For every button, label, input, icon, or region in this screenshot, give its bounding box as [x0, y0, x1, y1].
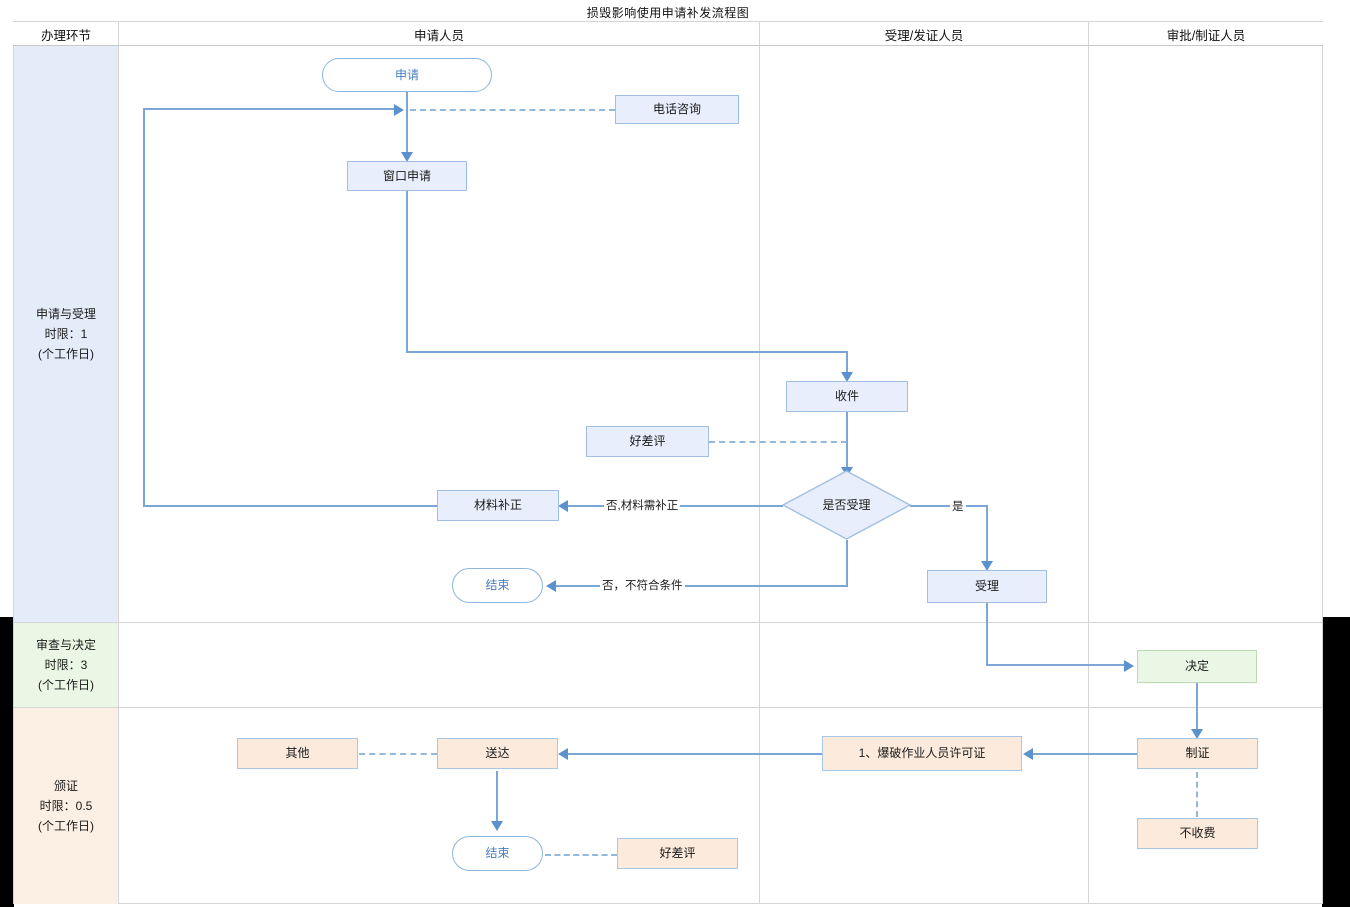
stage-separator-2 [13, 707, 1323, 708]
arrow-to-license [1023, 748, 1033, 760]
stage-unit-application: (个工作日) [38, 347, 94, 361]
table-header-row [13, 22, 1323, 46]
node-make-cert-label: 制证 [1185, 746, 1210, 761]
node-apply-label: 申请 [394, 67, 419, 82]
connector-down-to-receive [846, 351, 848, 374]
arrow-return-into-apply-flow [394, 104, 404, 116]
connector-window-to-receive [406, 351, 848, 353]
arrow-to-receive [841, 372, 853, 382]
edge-label-need-fix: 否,材料需补正 [604, 497, 681, 513]
stage-cell-application: 申请与受理 时限：1 (个工作日) [14, 46, 118, 622]
stage-name-issue: 颁证 [53, 779, 78, 793]
node-accept[interactable]: 受理 [927, 570, 1047, 603]
connector-decision-to-makecert [1196, 683, 1198, 731]
lane-separator-3 [1088, 22, 1089, 904]
stage-cell-issue: 颁证 时限：0.5 (个工作日) [14, 708, 118, 904]
connector-deliver-to-end2 [496, 771, 498, 823]
right-letterbox-bar [1322, 617, 1350, 907]
connector-receive-to-decision [846, 411, 848, 469]
stage-unit-review: (个工作日) [38, 678, 94, 692]
arrow-to-make-cert [1191, 729, 1203, 739]
stage-name-review: 审查与决定 [35, 638, 96, 652]
stage-separator-1 [13, 622, 1323, 623]
lane-separator-2 [759, 22, 760, 904]
lane-separator-1 [118, 22, 119, 904]
connector-window-down [406, 190, 408, 352]
node-phone-consult-label: 电话咨询 [652, 102, 701, 117]
stage-limit-review: 时限：3 [44, 658, 88, 672]
node-no-charge[interactable]: 不收费 [1137, 818, 1258, 849]
connector-dashed-phone-consult [410, 109, 615, 111]
node-is-accept[interactable]: 是否受理 [782, 470, 911, 540]
node-receive-label: 收件 [834, 389, 859, 404]
connector-dashed-rating-1 [709, 441, 847, 443]
connector-to-end-1 [556, 585, 848, 587]
stage-cell-review: 审查与决定 时限：3 (个工作日) [14, 623, 118, 707]
node-end-1[interactable]: 结束 [452, 568, 543, 603]
node-license-label: 1、爆破作业人员许可证 [858, 746, 986, 761]
node-no-charge-label: 不收费 [1179, 826, 1216, 841]
page-title: 损毁影响使用申请补发流程图 [13, 4, 1323, 22]
connector-dashed-rating-2 [545, 854, 617, 856]
left-letterbox-bar [0, 617, 14, 907]
stage-unit-issue: (个工作日) [38, 819, 94, 833]
node-deliver-label: 送达 [485, 746, 510, 761]
connector-license-to-deliver [568, 753, 822, 755]
stage-limit-application: 时限：1 [44, 327, 88, 341]
connector-decision-yes [910, 505, 987, 507]
node-window-apply[interactable]: 窗口申请 [347, 161, 467, 191]
node-other[interactable]: 其他 [237, 738, 358, 769]
arrow-to-deliver [558, 748, 568, 760]
column-header-stage: 办理环节 [40, 28, 91, 43]
arrow-to-material-fix [558, 500, 568, 512]
column-header-approver: 审批/制证人员 [1166, 28, 1246, 43]
connector-yes-down [986, 505, 988, 563]
node-end-1-label: 结束 [485, 578, 510, 593]
connector-apply-to-junction [406, 91, 408, 109]
arrow-to-end-1 [546, 580, 556, 592]
node-phone-consult[interactable]: 电话咨询 [615, 95, 739, 124]
connector-junction-to-window [406, 109, 408, 154]
connector-accept-down [986, 603, 988, 665]
connector-fix-to-left [143, 505, 438, 507]
node-review-rating-2[interactable]: 好差评 [617, 838, 738, 869]
diamond-shape-icon [782, 470, 911, 540]
node-deliver[interactable]: 送达 [437, 738, 558, 769]
connector-makecert-to-license [1033, 753, 1137, 755]
node-accept-label: 受理 [974, 579, 999, 594]
node-material-fix-label: 材料补正 [473, 498, 522, 513]
node-make-cert[interactable]: 制证 [1137, 738, 1258, 769]
node-review-rating-1[interactable]: 好差评 [586, 426, 709, 457]
connector-left-riser [143, 108, 145, 506]
connector-dashed-no-charge [1196, 772, 1198, 817]
node-other-label: 其他 [285, 746, 310, 761]
node-receive[interactable]: 收件 [786, 381, 908, 412]
node-is-accept-label: 是否受理 [822, 497, 871, 512]
node-license[interactable]: 1、爆破作业人员许可证 [822, 736, 1022, 771]
node-apply[interactable]: 申请 [322, 58, 492, 92]
arrow-to-window-apply [401, 152, 413, 162]
edge-label-yes: 是 [950, 498, 966, 514]
node-review-rating-2-label: 好差评 [659, 846, 696, 861]
connector-dashed-other-to-deliver [359, 753, 437, 755]
connector-decision-bottom [846, 540, 848, 586]
connector-left-to-junction [143, 108, 395, 110]
connector-accept-to-decision-node [986, 664, 1126, 666]
column-header-applicant: 申请人员 [413, 28, 464, 43]
arrow-to-decision-node [1124, 660, 1134, 672]
stage-name-application: 申请与受理 [35, 307, 96, 321]
arrow-to-end-2 [491, 821, 503, 831]
column-header-acceptor: 受理/发证人员 [884, 28, 964, 43]
node-review-rating-1-label: 好差评 [629, 434, 666, 449]
node-window-apply-label: 窗口申请 [382, 168, 431, 183]
stage-limit-issue: 时限：0.5 [39, 799, 93, 813]
node-material-fix[interactable]: 材料补正 [437, 490, 559, 521]
node-decision-label: 决定 [1184, 659, 1209, 674]
node-end-2-label: 结束 [485, 846, 510, 861]
arrow-to-accept [981, 561, 993, 571]
edge-label-not-qualified: 否，不符合条件 [600, 577, 685, 593]
node-decision[interactable]: 决定 [1137, 650, 1257, 683]
node-end-2[interactable]: 结束 [452, 836, 543, 871]
